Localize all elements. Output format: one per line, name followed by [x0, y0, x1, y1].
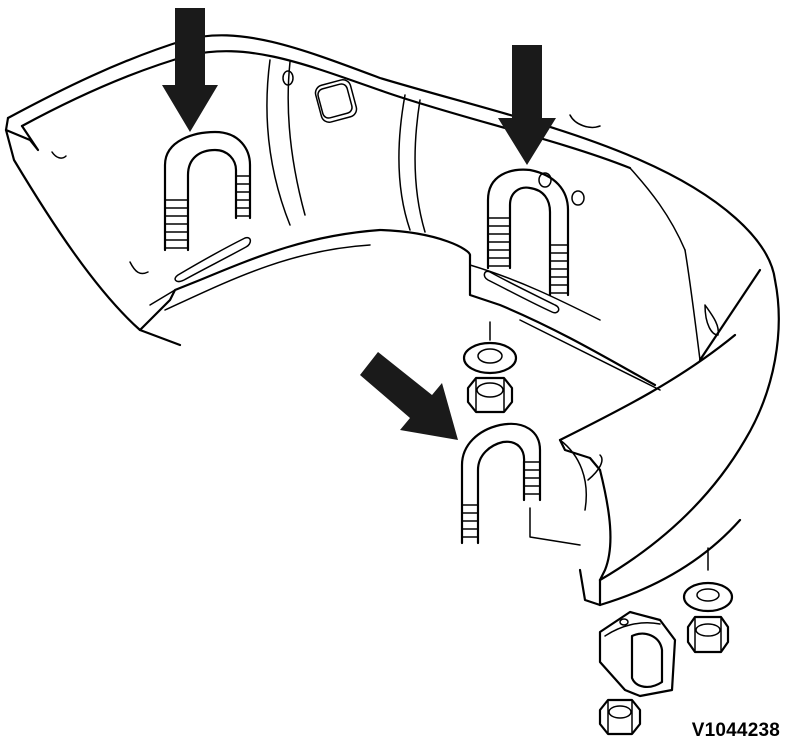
- bracket: [598, 610, 677, 698]
- bumper: [4, 34, 780, 607]
- washer-right: [682, 581, 734, 613]
- u-bolt-loose: [460, 422, 581, 546]
- washer-upper: [462, 341, 518, 375]
- nut-upper: [466, 376, 514, 414]
- u-bolt-left: [163, 130, 252, 252]
- figure-id-label: V1044238: [691, 720, 780, 741]
- arrow-top-right: [498, 45, 556, 165]
- hardware-right: [682, 547, 734, 654]
- nut-bottom: [598, 698, 642, 736]
- hardware-upper: [462, 321, 518, 414]
- nut-right: [686, 615, 730, 654]
- arrow-top-left: [162, 8, 218, 132]
- arrow-middle: [360, 352, 458, 440]
- u-bolt-right: [486, 168, 570, 297]
